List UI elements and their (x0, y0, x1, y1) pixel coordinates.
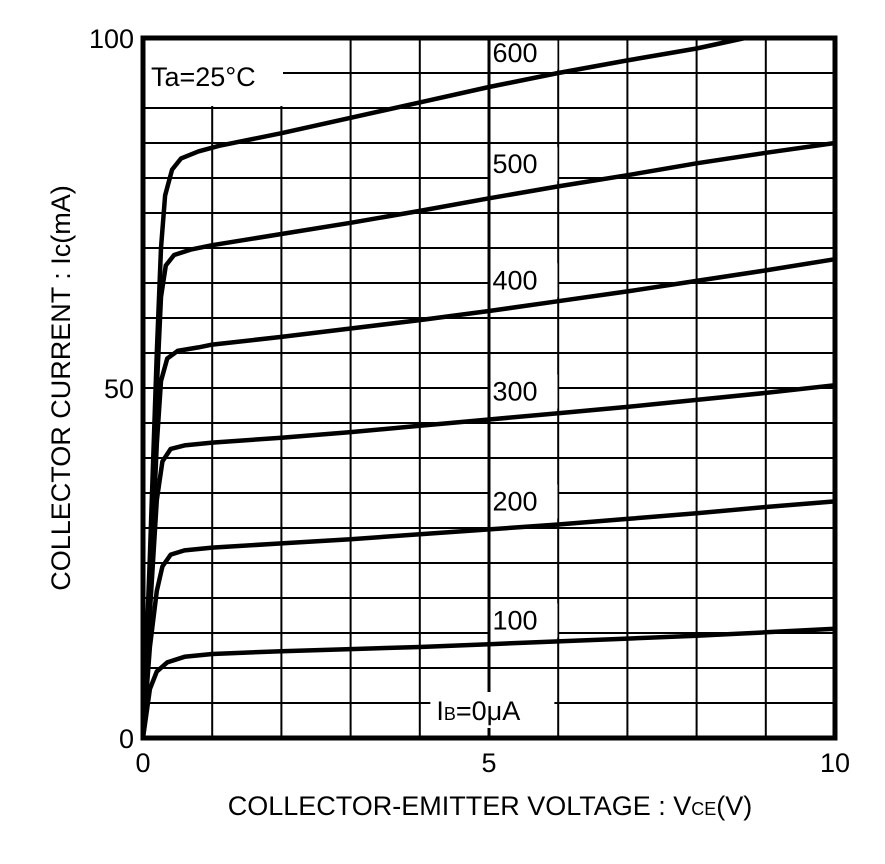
series-label-bg (489, 603, 558, 638)
x-tick-label: 5 (481, 748, 496, 778)
y-axis-label: COLLECTOR CURRENT : Ic(mA) (46, 185, 76, 591)
series-label-bg (489, 263, 558, 298)
ib-label: IB=0μA (436, 696, 520, 726)
series-label: 200 (492, 487, 537, 517)
x-axis-label-sub: CE (691, 799, 716, 819)
series-labels: 100 200 300 400 500 600 (487, 35, 558, 738)
condition-box: Ta=25°C (143, 38, 283, 106)
series-curve (140, 35, 748, 741)
series-label: 500 (492, 149, 537, 179)
series-label: 400 (492, 265, 537, 295)
y-tick-label: 50 (104, 374, 134, 404)
series-curve (140, 499, 838, 741)
y-tick-label: 0 (119, 724, 134, 754)
condition-label: Ta=25°C (151, 62, 256, 92)
condition-box-bg (143, 38, 283, 106)
series-label: 300 (492, 377, 537, 407)
ib-label-rest: =0μA (456, 696, 520, 726)
curves (140, 35, 838, 741)
series-curve (140, 626, 838, 741)
x-tick-label: 10 (820, 748, 850, 778)
series-label-bg (489, 374, 558, 409)
series-label-bg (489, 147, 558, 182)
ib-label-bg (430, 692, 555, 728)
x-axis-label-main: COLLECTOR-EMITTER VOLTAGE : V (228, 791, 692, 821)
ib-label-main: I (436, 696, 444, 726)
series-curve (140, 256, 838, 741)
x-tick-label: 0 (135, 748, 150, 778)
series-label-bg (489, 484, 558, 519)
ib-label-group: IB=0μA (430, 692, 555, 728)
plot-frame (140, 35, 838, 741)
y-tick-label: 100 (89, 24, 134, 54)
ib-label-sub: B (444, 704, 456, 724)
x-axis-label: COLLECTOR-EMITTER VOLTAGE : VCE(V) (228, 791, 753, 821)
series-label: 100 (492, 606, 537, 636)
series-curve (140, 382, 838, 741)
series-label: 600 (492, 38, 537, 68)
series-label-bg (489, 35, 558, 70)
x-axis-label-unit: (V) (716, 791, 752, 821)
